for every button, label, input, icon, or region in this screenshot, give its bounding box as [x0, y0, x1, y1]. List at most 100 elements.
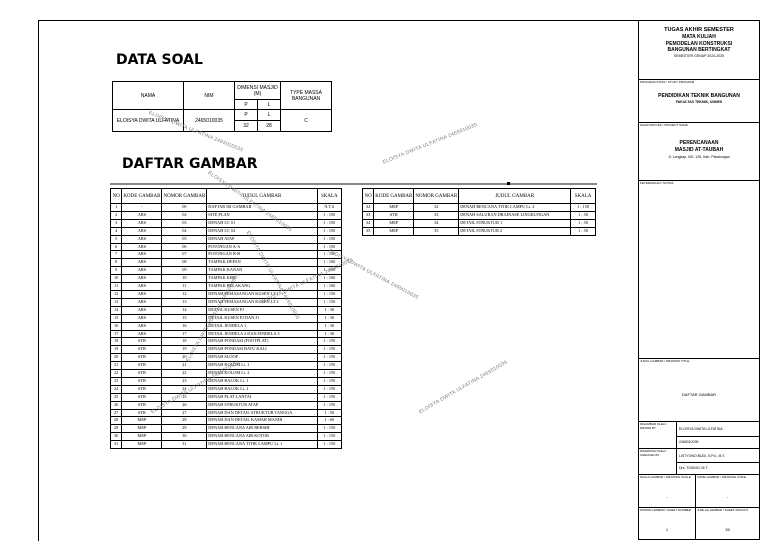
cell-skala: 1 : 150 [316, 432, 343, 442]
tb-judul: JUDUL GAMBAR / DRAWING TITLE DAFTAR GAMB… [639, 358, 759, 421]
cell-kode: ARS [121, 218, 163, 228]
cell-skala: 1 : 150 [316, 345, 343, 355]
cell-no: 35 [361, 226, 375, 236]
cell-no: 30 [109, 432, 123, 442]
cell-skala: 1 : 30 [316, 321, 343, 331]
cell-nomor: 27 [161, 408, 208, 418]
tb-header: TUGAS AKHIR SEMESTER MATA KULIAH PEMODEL… [639, 21, 759, 79]
cell-nomor: 03 [161, 218, 208, 228]
tb-nomor-value: 1 [665, 526, 669, 532]
cell-l: 28 [257, 120, 281, 132]
cell-judul: DENAH RENCANA AIR BERSIH [206, 424, 318, 434]
cell-judul: DETAIL STRUKTUR 2 [458, 226, 572, 236]
cell-skala: 1 : 150 [316, 369, 343, 378]
cell-judul: DETAIL STRUKTUR 1 [458, 218, 572, 228]
col-skala: SKALA [316, 188, 343, 204]
header-nama: NAMA [112, 81, 184, 110]
cell-type: C [280, 109, 332, 132]
cell-nomor: 16 [161, 321, 208, 331]
tb-judul-value: DAFTAR GAMBAR [681, 391, 717, 397]
cell-no: 10 [109, 274, 123, 284]
cell-kode: STR [121, 384, 163, 394]
col-kode: KODE GAMBAR [121, 188, 163, 204]
cell-no: 26 [109, 400, 123, 410]
cell-kode: STR [121, 353, 163, 363]
tb-mk1: MATA KULIAH [682, 34, 716, 40]
cell-kode: ARS [121, 274, 163, 284]
cell-kode: MEP [373, 218, 415, 228]
cell-judul: DENAH SALURAN DRAINASE LINGKUNGAN [458, 210, 572, 220]
cell-nomor: 02 [161, 210, 208, 220]
cell-judul: DENAH SLOOF [206, 353, 318, 363]
cell-kode: STR [121, 345, 163, 355]
cell-kode: STR [121, 369, 163, 378]
cell-skala: 1 : 150 [316, 234, 343, 244]
cell-no: 34 [361, 218, 375, 228]
cell-kode: ARS [121, 305, 163, 315]
tb-alamat: Jl. Langkap, NO. 125, Kab. Pekalongan [668, 154, 730, 159]
tb-proyek2: MASJID AT-TAUBAH [674, 146, 724, 153]
cell-no: 3 [109, 218, 123, 228]
cell-skala: 1 : 150 [316, 218, 343, 228]
cell-no: 8 [109, 258, 123, 268]
cell-nomor: 09 [161, 266, 208, 276]
cell-kode: STR [121, 337, 163, 347]
cell-kode: - [121, 203, 163, 212]
cell-no: 14 [109, 305, 123, 315]
cell-kode: MEP [373, 226, 415, 236]
tb-proyek-label: NAMA PROYEK / PROJECT NAME [640, 123, 688, 127]
cell-no: 7 [109, 250, 123, 260]
cell-no: 27 [109, 408, 123, 418]
cell-skala: 1 : 30 [316, 313, 343, 323]
cell-judul: DENAH BALOK Lt. 1 [206, 376, 318, 386]
cell-skala: 1 : 150 [316, 424, 343, 434]
cell-nomor: 00 [161, 203, 208, 212]
data-soal-title: DATA SOAL [116, 52, 203, 68]
cell-skala: 1 : 60 [316, 416, 343, 426]
cell-kode: ARS [121, 250, 163, 260]
cell-skala: 1 : 150 [316, 376, 343, 386]
col-judul: JUDUL GAMBAR [458, 188, 572, 204]
cell-judul: DENAH LT. 02 [206, 226, 318, 236]
tb-program-label: PROGRAM STUDI / STUDY PROGRAM [640, 80, 695, 84]
cell-no: 21 [109, 361, 123, 371]
tb-tugas: TUGAS AKHIR SEMESTER [664, 27, 734, 33]
tb-kode-label: KODE GAMBAR / DRAWING CODE [697, 475, 746, 479]
cell-skala: 1 : 100 [316, 282, 343, 291]
cell-kode: STR [121, 361, 163, 371]
cell-skala: 1 : 150 [316, 289, 343, 299]
cell-judul: DETAIL KUSEN PJ [206, 305, 318, 315]
col-no: NO [109, 188, 123, 204]
cell-nomor: 33 [413, 210, 460, 220]
tb-skala-kode: SKALA GAMBAR / DRAWING SCALE - KODE GAMB… [639, 474, 759, 508]
cell-judul: DENAH RENCANA TITIK LAMPU Lt. 2 [458, 203, 572, 212]
cell-nomor: 31 [161, 440, 208, 450]
cell-skala: N.T.S [316, 203, 343, 212]
cell-nomor: 11 [161, 282, 208, 291]
cell-kode: ARS [121, 234, 163, 244]
cell-kode: MEP [121, 432, 163, 442]
cell-nomor: 19 [161, 345, 208, 355]
daftar-gambar-title: DAFTAR GAMBAR [122, 156, 258, 172]
cell-kode: ARS [121, 321, 163, 331]
cell-no: 13 [109, 297, 123, 307]
cell-kode: ARS [121, 242, 163, 252]
cell-kode: STR [121, 376, 163, 386]
cell-nomor: 32 [413, 203, 460, 212]
tb-semester: SEMESTER GENAP 2024-2025 [673, 53, 725, 58]
cell-nomor: 04 [161, 226, 208, 236]
tb-keterangan: KETERANGAN / NOTES [639, 180, 759, 358]
cell-skala: 1 : 150 [316, 440, 343, 450]
